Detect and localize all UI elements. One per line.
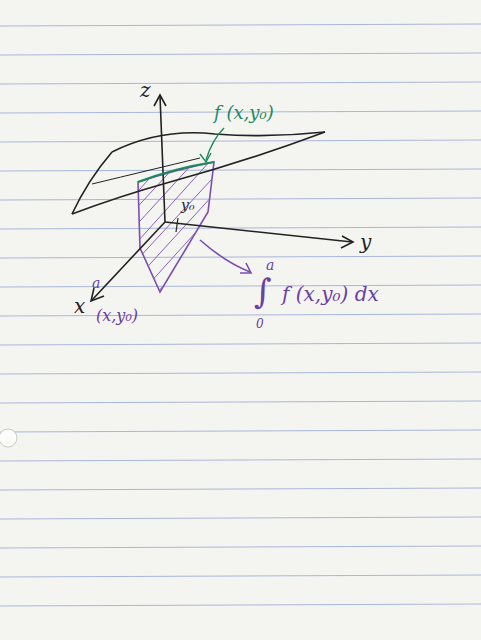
axis-label: x bbox=[74, 296, 85, 316]
binder-hole bbox=[0, 429, 17, 447]
tick-label: y₀ bbox=[181, 198, 195, 212]
surface bbox=[72, 132, 325, 214]
integral-sign: ∫ bbox=[254, 274, 272, 308]
upper-limit: a bbox=[266, 258, 274, 272]
limit-label: a bbox=[92, 276, 100, 290]
axis-label: y bbox=[360, 232, 371, 252]
axes bbox=[91, 95, 353, 301]
section-curve bbox=[138, 128, 224, 182]
point-label: (x,y₀) bbox=[96, 308, 138, 324]
lower-limit: 0 bbox=[256, 318, 264, 330]
paper-rules bbox=[0, 24, 481, 606]
function-label: f (x,y₀) bbox=[214, 104, 274, 122]
integral-arrow bbox=[200, 240, 251, 273]
axis-label: z bbox=[140, 80, 151, 100]
integrand-label: f (x,y₀) dx bbox=[282, 284, 379, 304]
